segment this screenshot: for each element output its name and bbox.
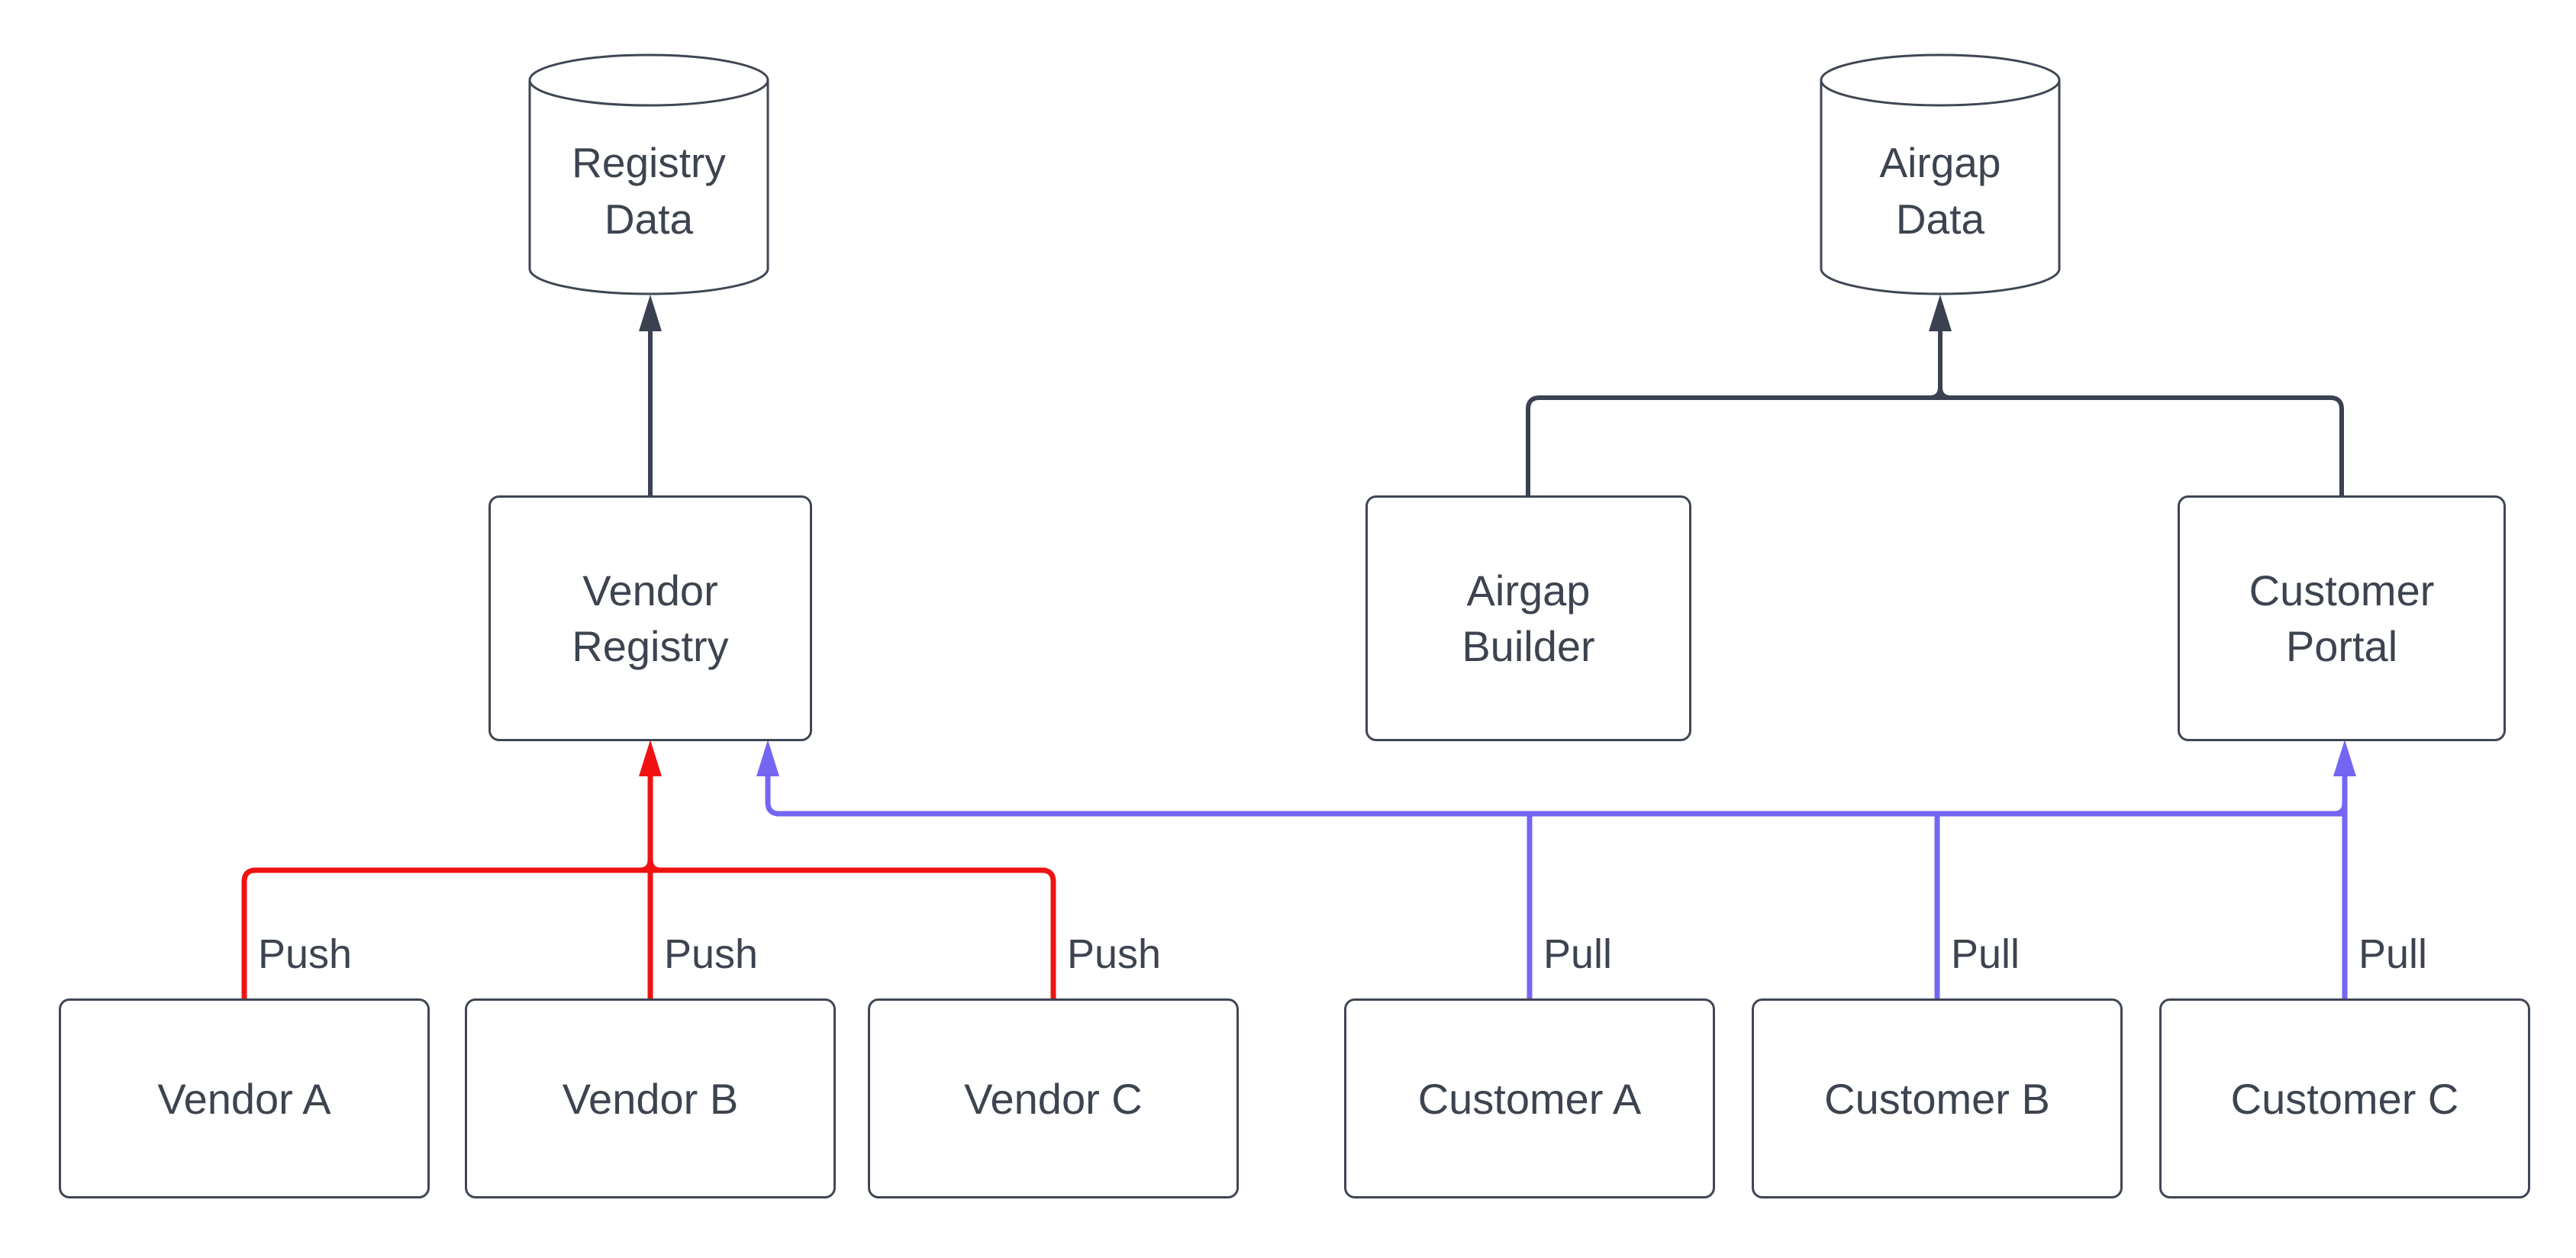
junction-cusp-pull <box>2333 802 2348 817</box>
junction-cusp-airgap <box>1929 386 1952 400</box>
edge-customer-portal-to-airgap-data <box>1940 395 2344 495</box>
node-customer-c: Customer C <box>2159 998 2530 1198</box>
arrowhead-pull-customer-portal <box>2333 740 2356 776</box>
node-vendor-c: Vendor C <box>868 998 1239 1198</box>
arrowhead-airgap-data <box>1929 295 1952 331</box>
registry-data-label: Registry Data <box>572 139 726 243</box>
arrowhead-pull-vendor-registry <box>756 740 779 776</box>
edge-airgap-builder-to-airgap-data <box>1526 395 1940 495</box>
edge-label-push-vendor-b: Push <box>664 931 759 977</box>
node-customer-a: Customer A <box>1344 998 1715 1198</box>
edge-pull-bus <box>765 776 2345 817</box>
registry-data-cylinder <box>528 53 769 295</box>
node-airgap-builder: Airgap Builder <box>1365 495 1691 741</box>
node-customer-portal: Customer Portal <box>2178 495 2506 741</box>
edge-label-pull-customer-c: Pull <box>2358 931 2428 977</box>
node-vendor-a: Vendor A <box>59 998 430 1198</box>
node-vendor-b: Vendor B <box>465 998 836 1198</box>
edge-label-pull-customer-a: Pull <box>1543 931 1613 977</box>
airgap-data-label: Airgap Data <box>1879 139 2001 243</box>
node-customer-b: Customer B <box>1752 998 2123 1198</box>
edge-label-push-vendor-c: Push <box>1067 931 1162 977</box>
edge-label-pull-customer-b: Pull <box>1951 931 2020 977</box>
airgap-data-cylinder <box>1820 53 2061 295</box>
junction-cusp-push <box>639 859 662 873</box>
arrowhead-push-vendor-registry <box>639 740 662 776</box>
node-vendor-registry: Vendor Registry <box>488 495 812 741</box>
edge-label-push-vendor-a: Push <box>258 931 353 977</box>
arrowhead-registry-data <box>639 295 662 331</box>
